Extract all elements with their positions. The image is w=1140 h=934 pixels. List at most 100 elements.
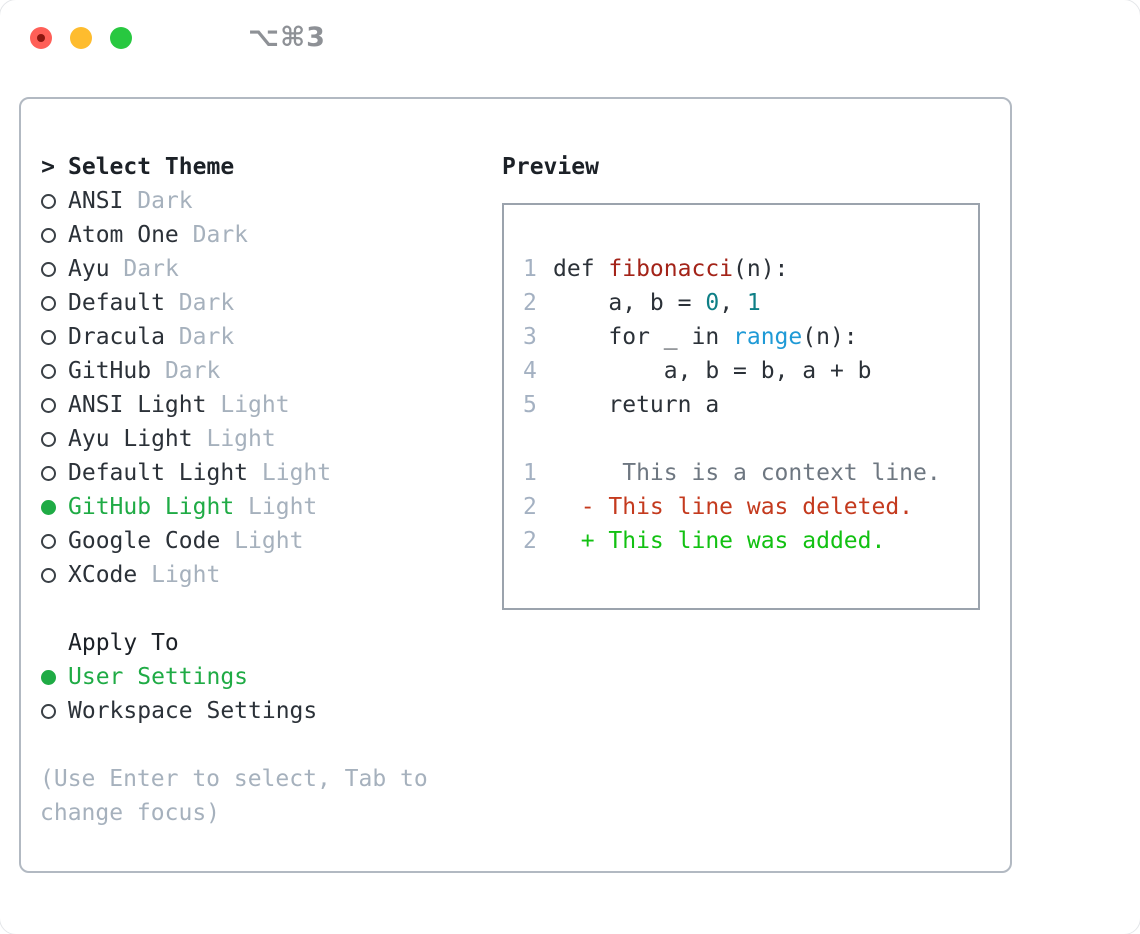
line-number: 4 <box>523 358 537 384</box>
radio-marker-slot <box>40 533 56 549</box>
line-number: 5 <box>523 392 537 418</box>
theme-list-item[interactable]: XCode Light <box>40 558 502 592</box>
code-token: 0 <box>705 290 720 316</box>
radio-icon <box>40 329 56 345</box>
code-token: range <box>733 324 803 350</box>
code-token: return a <box>553 392 720 418</box>
theme-name: Atom One <box>68 222 179 248</box>
theme-list-item[interactable]: GitHub Dark <box>40 354 502 388</box>
code-token: 1 <box>746 290 761 316</box>
theme-list-item[interactable]: Dracula Dark <box>40 320 502 354</box>
preview-code-line: 4 a, b = b, a + b <box>523 354 970 388</box>
label-gap <box>193 422 207 456</box>
code-token: for _ in <box>553 324 734 350</box>
title-bar: ⌥⌘3 <box>0 0 1140 75</box>
label-gap <box>151 354 165 388</box>
theme-name: GitHub Light <box>68 494 235 520</box>
help-text-line: change focus) <box>40 800 221 826</box>
radio-icon <box>40 431 56 447</box>
theme-selector-panel: > Select Theme ANSI Dark Atom One Dark A… <box>19 97 1012 873</box>
code-token: , <box>719 290 747 316</box>
preview-code-line <box>523 422 970 456</box>
theme-list-item[interactable]: Default Dark <box>40 286 502 320</box>
radio-marker-slot <box>40 363 56 379</box>
select-theme-header: Select Theme <box>68 154 235 180</box>
radio-icon <box>40 363 56 379</box>
radio-marker-slot <box>40 329 56 345</box>
radio-icon <box>40 397 56 413</box>
apply-to-option[interactable]: Workspace Settings <box>40 694 502 728</box>
preview-code-line: 2 a, b = 0, 1 <box>523 286 970 320</box>
radio-icon <box>40 261 56 277</box>
theme-list-item[interactable]: Atom One Dark <box>40 218 502 252</box>
apply-to-options: User Settings Workspace Settings <box>40 660 502 728</box>
radio-icon <box>40 703 56 719</box>
radio-marker-slot <box>40 567 56 583</box>
code-token: (n): <box>733 256 789 282</box>
theme-variant-label: Dark <box>164 358 221 384</box>
apply-to-header: Apply To <box>68 630 179 656</box>
code-token: This is a context line. <box>553 460 941 486</box>
radio-marker-slot <box>40 227 56 243</box>
line-number: 1 <box>523 256 537 282</box>
preview-header: Preview <box>502 154 599 180</box>
cursor-chevron-icon: > <box>41 154 55 180</box>
theme-name: Google Code <box>68 528 221 554</box>
code-token: fibonacci <box>608 256 734 282</box>
apply-to-option[interactable]: User Settings <box>40 660 502 694</box>
radio-icon <box>40 669 56 685</box>
minimize-button[interactable] <box>70 26 92 49</box>
window-title: ⌥⌘3 <box>248 22 326 53</box>
label-gap <box>137 558 151 592</box>
unsaved-changes-dot-icon <box>37 33 45 42</box>
label-gap <box>165 286 179 320</box>
theme-variant-label: Light <box>248 494 318 520</box>
theme-variant-label: Dark <box>137 188 193 214</box>
theme-variant-label: Light <box>234 528 304 554</box>
code-token: - This line was deleted. <box>553 494 914 520</box>
label-gap <box>248 456 262 490</box>
theme-name: Default <box>68 290 165 316</box>
theme-list-item[interactable]: GitHub Light Light <box>40 490 502 524</box>
radio-icon <box>40 465 56 481</box>
preview-code-line: 3 for _ in range(n): <box>523 320 970 354</box>
line-number: 1 <box>523 460 537 486</box>
radio-marker-slot <box>40 465 56 481</box>
radio-marker-slot <box>40 703 56 719</box>
theme-list-item[interactable]: ANSI Dark <box>40 184 502 218</box>
theme-list: ANSI Dark Atom One Dark Ayu Dark Default… <box>40 184 502 592</box>
theme-list-item[interactable]: Default Light Light <box>40 456 502 490</box>
label-gap <box>123 184 137 218</box>
theme-list-item[interactable]: ANSI Light Light <box>40 388 502 422</box>
label-gap <box>110 252 124 286</box>
select-theme-header-row: > Select Theme <box>40 150 502 184</box>
theme-list-item[interactable]: Ayu Light Light <box>40 422 502 456</box>
theme-variant-label: Light <box>220 392 290 418</box>
line-number: 3 <box>523 324 537 350</box>
radio-icon <box>40 567 56 583</box>
theme-name: Dracula <box>68 324 165 350</box>
code-token: (n): <box>802 324 858 350</box>
theme-variant-label: Light <box>261 460 332 486</box>
theme-variant-label: Light <box>151 562 221 588</box>
zoom-button[interactable] <box>110 26 132 49</box>
help-text-line: (Use Enter to select, Tab to <box>40 766 428 792</box>
code-token: + This line was added. <box>553 528 886 554</box>
close-button[interactable] <box>30 26 52 49</box>
radio-marker-slot <box>40 261 56 277</box>
radio-icon <box>40 295 56 311</box>
theme-name: Ayu <box>68 256 110 282</box>
help-text: (Use Enter to select, Tab to change focus… <box>40 762 502 830</box>
label-gap <box>179 218 193 252</box>
label-gap <box>234 490 248 524</box>
line-number: 2 <box>523 528 537 554</box>
theme-variant-label: Dark <box>178 324 235 350</box>
theme-list-item[interactable]: Ayu Dark <box>40 252 502 286</box>
preview-code-line: 5 return a <box>523 388 970 422</box>
theme-name: GitHub <box>68 358 152 384</box>
theme-list-item[interactable]: Google Code Light <box>40 524 502 558</box>
apply-option-label: User Settings <box>68 664 249 690</box>
